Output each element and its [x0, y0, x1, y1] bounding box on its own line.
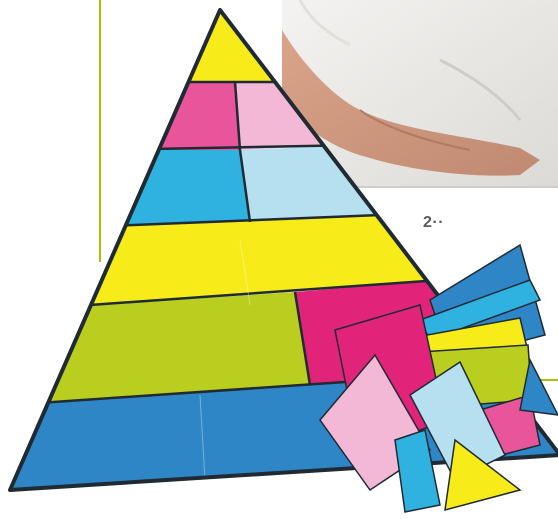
pyramid-tier-3-cyan	[90, 150, 250, 228]
step-number-label: 2··	[423, 214, 444, 232]
pyramid-tier-top	[150, 10, 300, 82]
